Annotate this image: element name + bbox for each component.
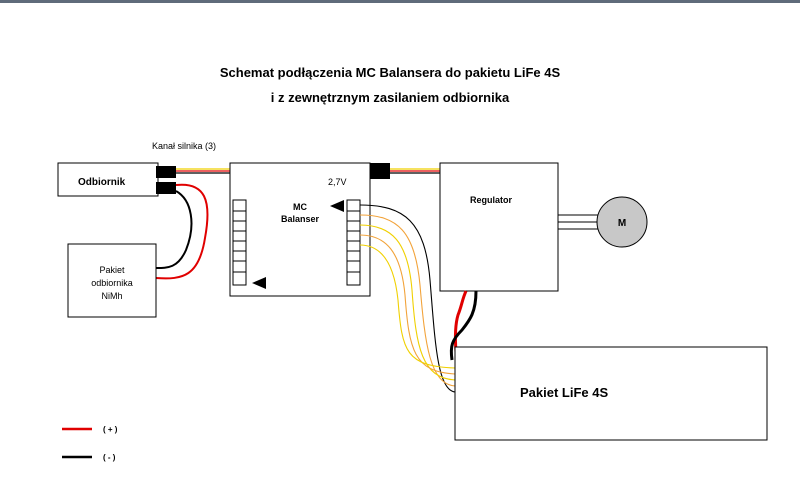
motor-label: M [618,218,626,229]
legend-plus-label: ( + ) [103,425,118,434]
right-pin-arrow-icon [330,200,344,212]
voltage-label: 2,7V [328,177,347,187]
main-plus-wire [453,290,468,353]
balance-lead-wires [359,204,456,393]
main-battery-label: Pakiet LiFe 4S [520,385,608,400]
motor-channel-label: Kanał silnika (3) [152,141,216,151]
rx-battery-label-line1: Pakiet [99,265,125,275]
receiver-connector-top [156,166,176,178]
balancer-output-connector [370,163,390,179]
receiver-box [57,162,159,197]
motor-circle [596,196,648,248]
diagram-title-line1: Schemat podłączenia MC Balansera do paki… [220,65,561,80]
rx-battery-label-line3: NiMh [101,291,122,301]
regulator-box [439,162,559,292]
receiver-connector-bottom [156,182,176,194]
balancer-label-line2: Balanser [281,214,320,224]
regulator-label: Regulator [470,195,513,205]
balancer-left-pin-header [232,199,247,286]
rx-battery-box [67,243,157,318]
receiver-label: Odbiornik [78,177,126,188]
diagram-title-line2: i z zewnętrznym zasilaniem odbiornika [271,90,510,105]
balancer-label-line1: MC [293,202,307,212]
rx-battery-plus-wire [155,183,209,280]
window-top-border [0,0,800,3]
rx-battery-label-line2: odbiornika [91,278,133,288]
legend-minus-label: ( - ) [103,453,116,462]
rx-battery-minus-wire [155,190,193,269]
main-battery-box [454,346,768,441]
left-pin-arrow-icon [252,277,266,289]
main-minus-wire [449,290,478,361]
balancer-right-pin-header [346,199,361,286]
